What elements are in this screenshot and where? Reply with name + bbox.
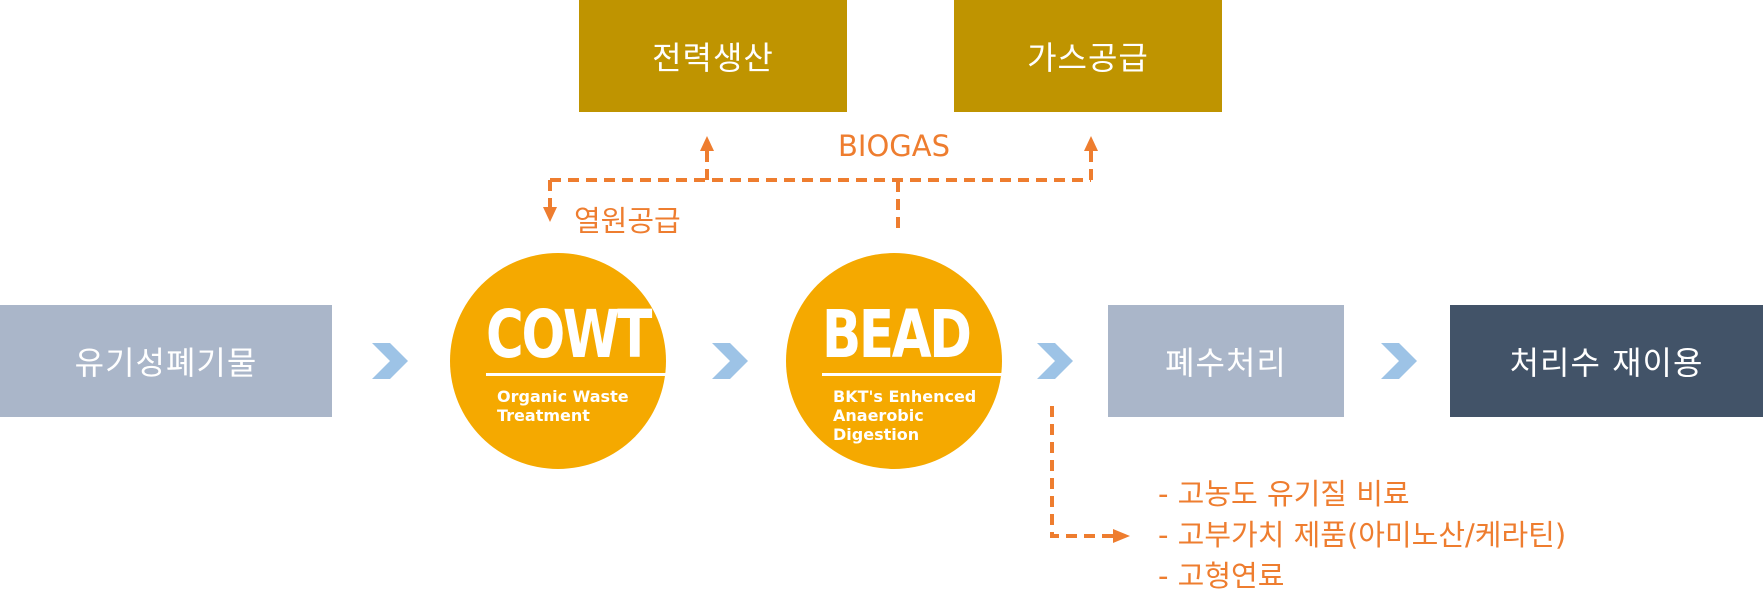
gas-supply-box: 가스공급 xyxy=(954,0,1222,112)
power-arrowhead xyxy=(700,136,714,151)
byproduct-item: - 고형연료 xyxy=(1158,559,1285,593)
byproduct-line xyxy=(1050,406,1115,538)
bead-subtitle: BKT's Enhenced Anaerobic Digestion xyxy=(833,387,977,444)
chevron-right-icon xyxy=(372,343,408,379)
cowt-title: COWT xyxy=(486,296,652,373)
byproduct-list: - 고농도 유기질 비료 - 고부가치 제품(아미노산/케라틴) - 고형연료 xyxy=(1158,474,1566,597)
chevron-right-icon xyxy=(1381,343,1417,379)
heat-supply-label: 열원공급 xyxy=(574,204,681,238)
chevron-right-icon xyxy=(712,343,748,379)
wastewater-treatment-label: 폐수처리 xyxy=(1165,344,1287,382)
bead-circle: BEAD BKT's Enhenced Anaerobic Digestion xyxy=(786,253,1002,469)
organic-waste-label: 유기성폐기물 xyxy=(74,344,258,382)
byproduct-item: - 고농도 유기질 비료 xyxy=(1158,477,1410,511)
bead-title: BEAD xyxy=(822,296,972,373)
power-generation-label: 전력생산 xyxy=(652,39,774,77)
byproduct-item: - 고부가치 제품(아미노산/케라틴) xyxy=(1158,518,1567,552)
heat-arrowhead xyxy=(543,207,557,222)
gas-arrowhead xyxy=(1084,136,1098,151)
bead-divider xyxy=(822,373,1002,376)
power-generation-box: 전력생산 xyxy=(579,0,847,112)
chevron-right-icon xyxy=(1037,343,1073,379)
water-reuse-label: 처리수 재이용 xyxy=(1509,344,1704,382)
biogas-label: BIOGAS xyxy=(838,129,950,163)
wastewater-treatment-box: 폐수처리 xyxy=(1108,305,1344,417)
gas-supply-label: 가스공급 xyxy=(1027,39,1149,77)
cowt-divider xyxy=(486,373,666,376)
organic-waste-box: 유기성폐기물 xyxy=(0,305,332,417)
water-reuse-box: 처리수 재이용 xyxy=(1450,305,1763,417)
cowt-subtitle: Organic Waste Treatment xyxy=(497,387,629,425)
cowt-circle: COWT Organic Waste Treatment xyxy=(450,253,666,469)
byproduct-arrowhead xyxy=(1113,529,1130,543)
